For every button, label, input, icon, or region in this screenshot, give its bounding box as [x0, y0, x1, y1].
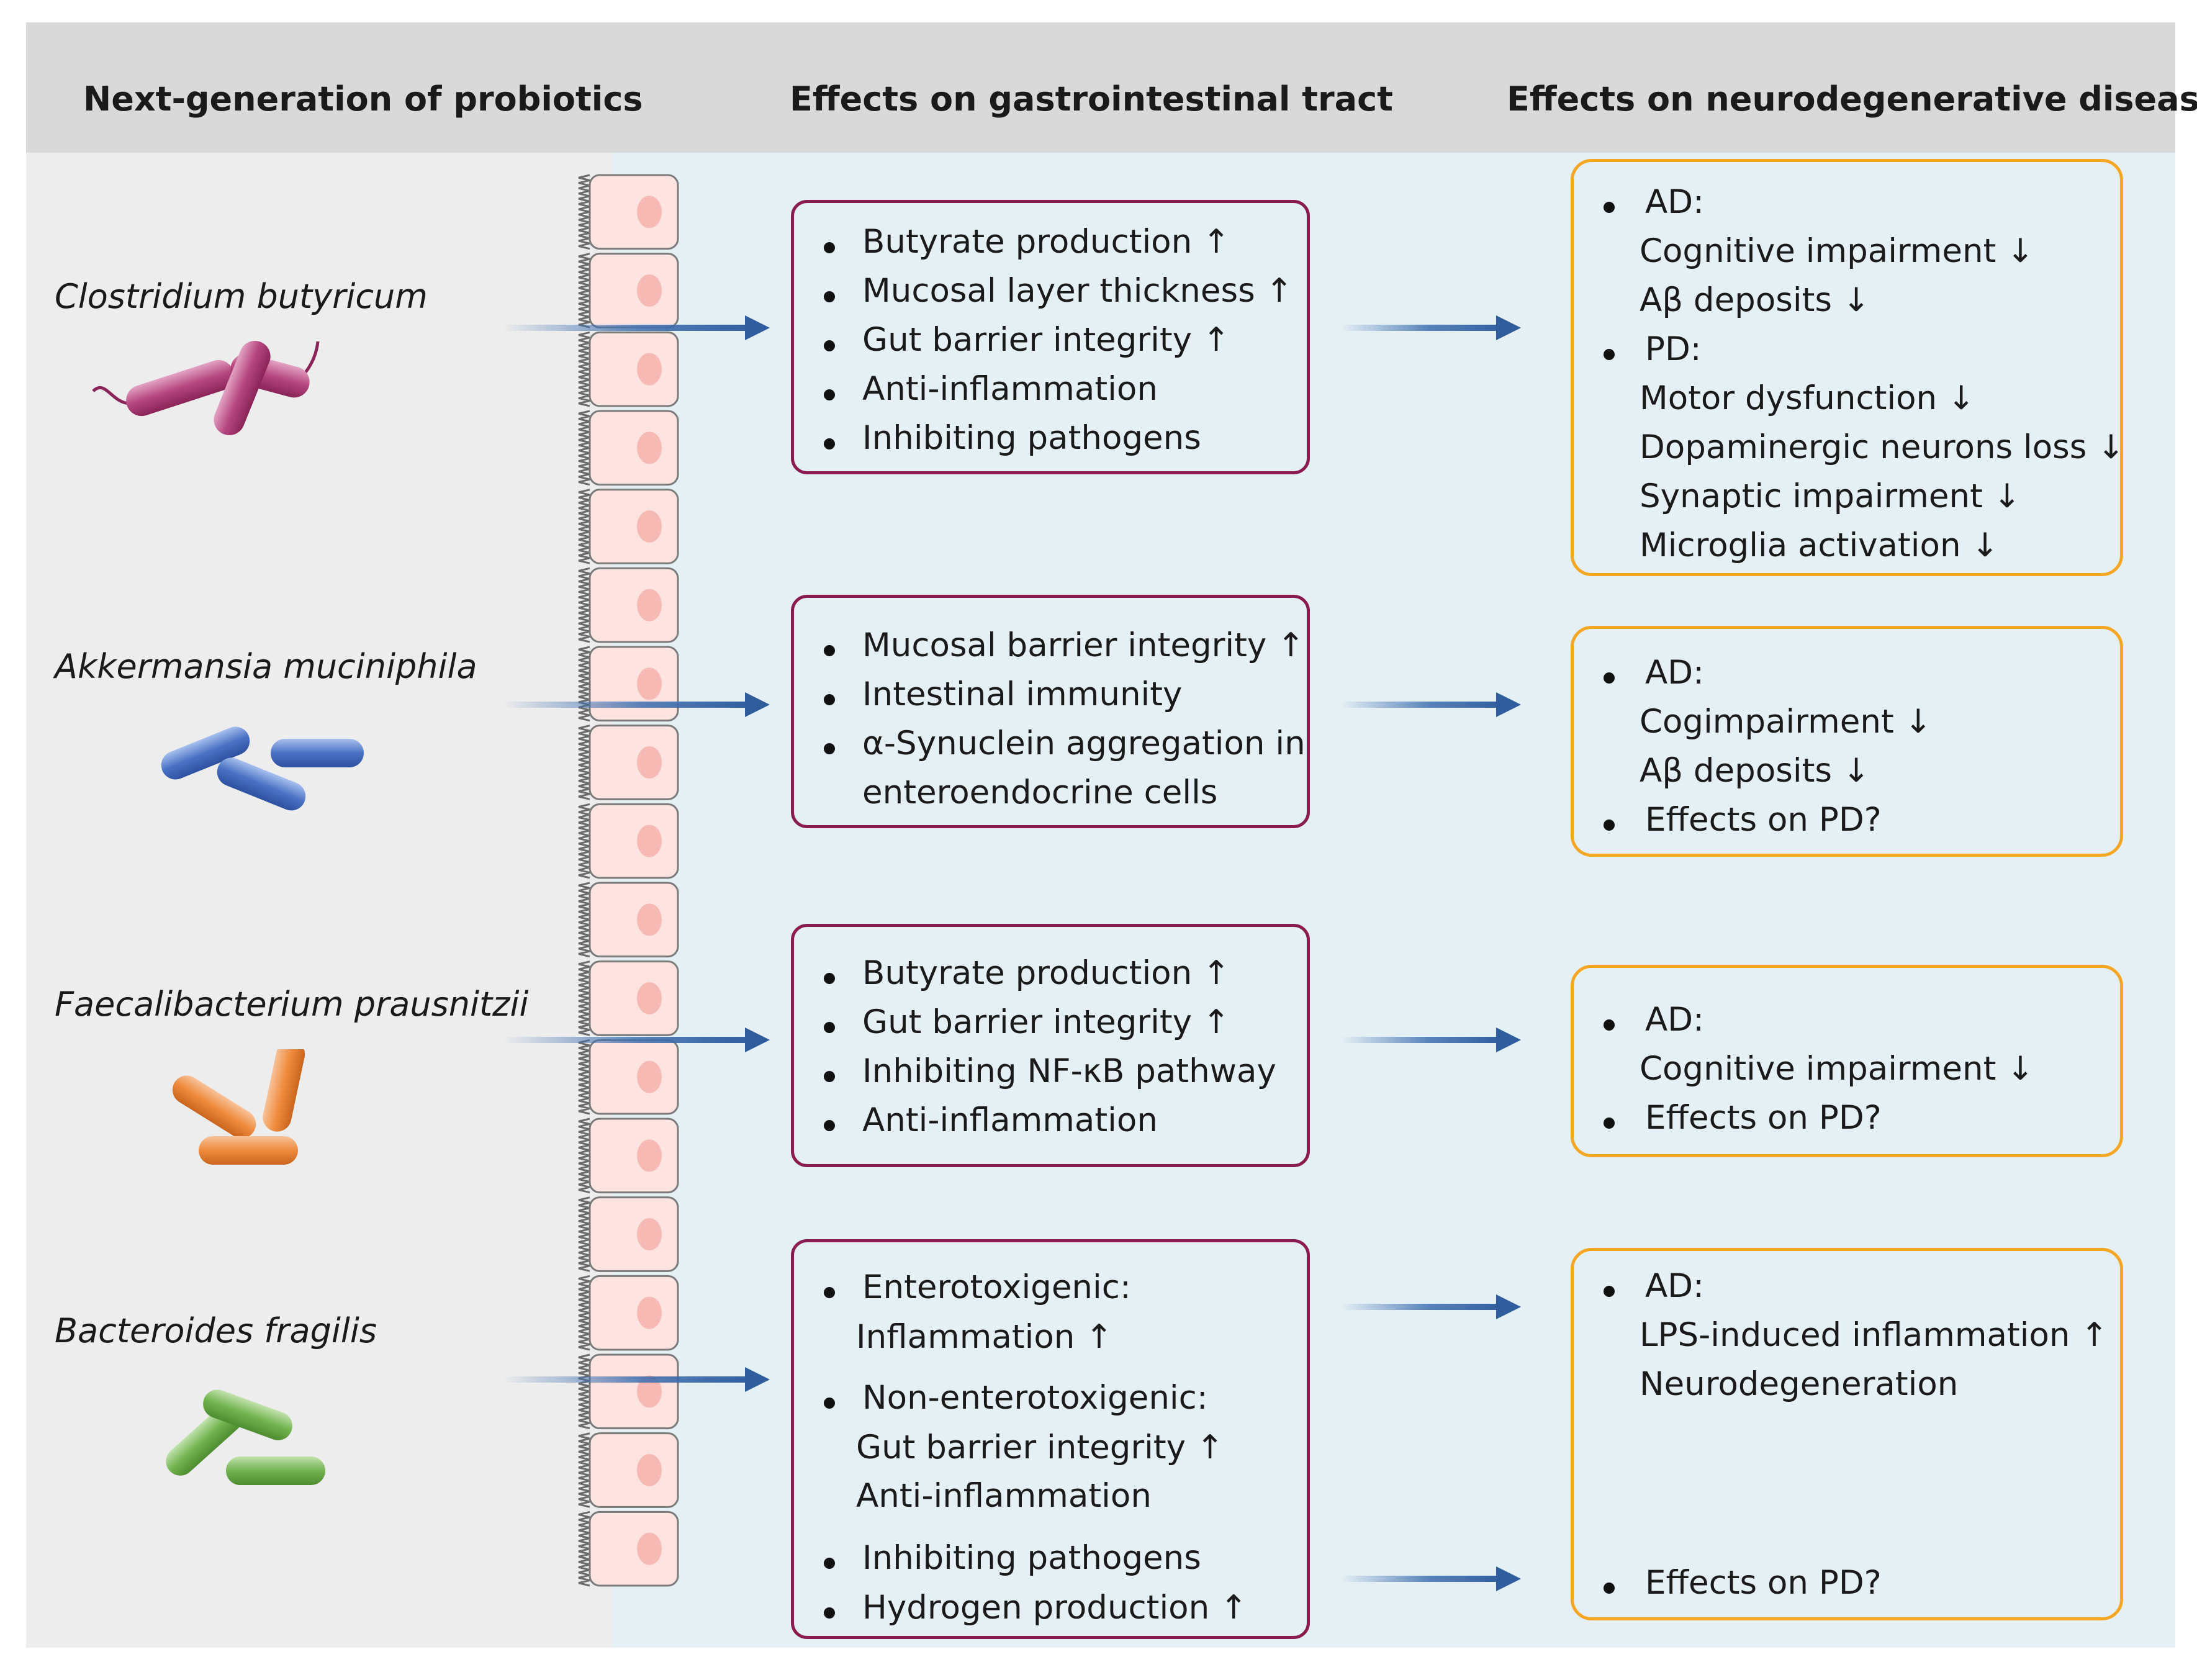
epithelial-cell	[578, 489, 679, 564]
neuro-effect: PD:	[1645, 330, 1702, 368]
gi-effect: Butyrate production ↑	[862, 954, 1230, 992]
gi-effect: Anti-inflammation	[856, 1477, 1152, 1515]
epithelial-cell	[578, 1275, 679, 1351]
gi-effect: Anti-inflammation	[862, 370, 1158, 408]
rod-bacteria-icon	[172, 1049, 305, 1165]
gi-effect: Inhibiting NF-κB pathway	[862, 1052, 1276, 1090]
gi-effect: Inflammation ↑	[856, 1318, 1113, 1356]
neuro-effect: Effects on PD?	[1645, 1564, 1882, 1602]
epithelial-cell	[578, 1511, 679, 1587]
epithelial-cell	[578, 803, 679, 879]
neuro-effect: Aβ deposits ↓	[1640, 752, 1870, 790]
neuro-effect: Dopaminergic neurons loss ↓	[1640, 428, 2125, 466]
neuro-effect: AD:	[1645, 1001, 1704, 1039]
neuro-effect: Effects on PD?	[1645, 801, 1882, 839]
arrow-gi-to-neuro	[1341, 1294, 1521, 1319]
epithelial-cell	[578, 253, 679, 328]
neuro-effect: Effects on PD?	[1645, 1099, 1882, 1137]
gi-effect: Non-enterotoxigenic:	[862, 1379, 1208, 1417]
arrow-gi-to-neuro	[1341, 692, 1521, 717]
gi-effects-box-clostridium: Butyrate production ↑ Mucosal layer thic…	[791, 200, 1310, 474]
arrow-gi-to-neuro	[1341, 1027, 1521, 1052]
epithelial-cell	[578, 331, 679, 407]
neuro-effect: LPS-induced inflammation ↑	[1640, 1316, 2108, 1354]
species-faecalibacterium-prausnitzii: Faecalibacterium prausnitzii	[55, 985, 529, 1024]
neuro-effect: Neurodegeneration	[1640, 1365, 1959, 1403]
gi-effect: Mucosal layer thickness ↑	[862, 272, 1293, 310]
epithelial-cell	[578, 960, 679, 1036]
arrow-gi-to-neuro	[1341, 315, 1521, 340]
neuro-effect: AD:	[1645, 654, 1704, 692]
neuro-effect: Cogimpairment ↓	[1640, 703, 1932, 741]
gi-effect: Gut barrier integrity ↑	[856, 1429, 1224, 1466]
neuro-effects-box-akkermansia: AD: Cogimpairment ↓ Aβ deposits ↓ Effect…	[1571, 626, 2123, 857]
arrow-probiotic-to-gi	[503, 1027, 770, 1052]
neuro-effects-box-clostridium: AD: Cognitive impairment ↓ Aβ deposits ↓…	[1571, 159, 2125, 576]
epithelial-cell	[578, 725, 679, 800]
neuro-effect: Aβ deposits ↓	[1640, 281, 1870, 319]
neuro-effect: AD:	[1645, 183, 1704, 221]
rod-bacteria-icon	[166, 1389, 325, 1485]
species-bacteroides-fragilis: Bacteroides fragilis	[55, 1311, 377, 1350]
gi-effect: α-Synuclein aggregation in	[862, 725, 1306, 762]
header-col-probiotics: Next-generation of probiotics	[83, 79, 643, 119]
neuro-effects-box-faecalibacterium: AD: Cognitive impairment ↓ Effects on PD…	[1571, 965, 2123, 1157]
epithelial-cell	[578, 567, 679, 643]
gi-effect: Gut barrier integrity ↑	[862, 1003, 1230, 1041]
epithelial-cell	[578, 1118, 679, 1194]
gi-effect: Butyrate production ↑	[862, 223, 1230, 261]
gi-effects-box-bacteroides: Enterotoxigenic: Inflammation ↑ Non-ente…	[791, 1239, 1310, 1639]
gi-effect: Anti-inflammation	[862, 1101, 1158, 1139]
header-bar: Next-generation of probiotics Effects on…	[26, 22, 2197, 153]
header-col-gi-tract: Effects on gastrointestinal tract	[790, 79, 1393, 119]
arrow-probiotic-to-gi	[503, 692, 770, 717]
arrow-probiotic-to-gi	[503, 315, 770, 340]
arrow-gi-to-neuro	[1341, 1566, 1521, 1591]
epithelial-cell	[578, 1432, 679, 1508]
epithelial-cell	[578, 1353, 679, 1430]
gi-effect: Inhibiting pathogens	[862, 1539, 1201, 1577]
neuro-effect: Synaptic impairment ↓	[1640, 477, 2021, 515]
neuro-effect: AD:	[1645, 1267, 1704, 1305]
gi-effects-box-akkermansia: Mucosal barrier integrity ↑ Intestinal i…	[791, 595, 1310, 828]
gi-effect: Enterotoxigenic:	[862, 1268, 1131, 1306]
gi-effect: Intestinal immunity	[862, 675, 1183, 713]
epithelial-cell	[578, 1196, 679, 1272]
neuro-effect: Motor dysfunction ↓	[1640, 379, 1975, 417]
species-clostridium-butyricum: Clostridium butyricum	[55, 277, 428, 316]
epithelial-cell	[578, 410, 679, 486]
epithelial-cell	[578, 174, 679, 250]
gi-effect: Inhibiting pathogens	[862, 419, 1201, 457]
arrow-probiotic-to-gi	[503, 1367, 770, 1392]
intestinal-epithelium	[578, 174, 679, 1587]
gi-effect: Mucosal barrier integrity ↑	[862, 626, 1305, 664]
neuro-effect: Microglia activation ↓	[1640, 526, 1999, 564]
neuro-effects-box-bacteroides: AD: LPS-induced inflammation ↑ Neurodege…	[1571, 1248, 2123, 1620]
gi-effect: Hydrogen production ↑	[862, 1589, 1248, 1627]
gi-effect: enteroendocrine cells	[862, 774, 1218, 811]
neuro-effect: Cognitive impairment ↓	[1640, 1050, 2034, 1088]
gi-effects-box-faecalibacterium: Butyrate production ↑ Gut barrier integr…	[791, 924, 1310, 1167]
neuro-effect: Cognitive impairment ↓	[1640, 232, 2034, 270]
header-col-neuro: Effects on neurodegenerative diseases	[1507, 79, 2197, 119]
epithelial-cell	[578, 882, 679, 958]
rod-bacteria-icon	[161, 726, 364, 811]
species-akkermansia-muciniphila: Akkermansia muciniphila	[55, 647, 477, 686]
rod-bacteria-with-flagella-icon	[92, 341, 320, 435]
gi-effect: Gut barrier integrity ↑	[862, 321, 1230, 359]
